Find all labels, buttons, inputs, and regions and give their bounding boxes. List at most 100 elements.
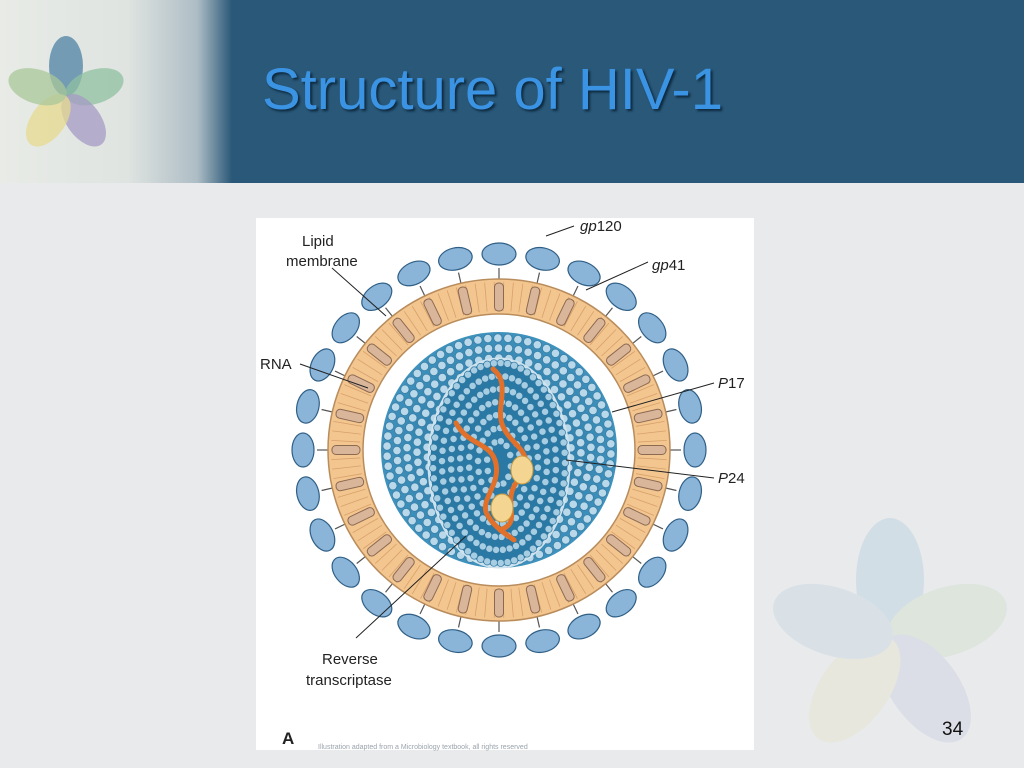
capsid-protein xyxy=(489,385,498,394)
matrix-protein xyxy=(566,517,577,527)
membrane-lipid xyxy=(474,587,480,617)
capsid-protein xyxy=(543,504,552,513)
membrane-lipid xyxy=(601,543,624,564)
matrix-protein xyxy=(550,360,560,370)
membrane-lipid xyxy=(362,350,387,369)
capsid-protein xyxy=(457,475,466,484)
membrane-lipid xyxy=(601,336,624,357)
matrix-protein xyxy=(412,447,422,457)
matrix-protein xyxy=(391,490,402,500)
capsid-protein xyxy=(452,382,461,391)
capsid-protein xyxy=(460,528,469,537)
matrix-protein xyxy=(532,340,542,350)
gp120-knob xyxy=(567,260,601,287)
matrix-protein xyxy=(562,507,572,517)
capsid-protein xyxy=(476,390,485,399)
membrane-lipid xyxy=(357,358,383,376)
capsid-protein xyxy=(527,493,536,502)
capsid-protein xyxy=(444,417,453,426)
capsid-protein xyxy=(472,538,481,547)
capsid-protein xyxy=(520,434,529,443)
matrix-protein xyxy=(483,333,493,344)
capsid-protein xyxy=(516,364,525,373)
capsid-protein xyxy=(474,424,483,433)
membrane-lipid xyxy=(570,305,587,332)
capsid-protein xyxy=(481,374,490,383)
matrix-protein xyxy=(584,462,594,473)
matrix-protein xyxy=(533,362,543,372)
matrix-protein xyxy=(384,421,395,431)
slide-header: Structure of HIV-1 xyxy=(0,0,1024,183)
gp41-transmembrane-ring xyxy=(331,282,667,618)
membrane-lipid xyxy=(589,554,610,578)
capsid-protein xyxy=(557,489,566,498)
matrix-protein xyxy=(421,530,431,540)
membrane-lipid xyxy=(344,503,372,516)
matrix-protein xyxy=(430,379,440,389)
gp120-knob xyxy=(662,518,689,552)
matrix-protein xyxy=(454,362,465,372)
matrix-protein xyxy=(606,439,616,449)
capsid-protein xyxy=(541,407,550,416)
capsid-protein xyxy=(516,425,525,434)
gp41-protein xyxy=(525,286,541,316)
capsid-protein xyxy=(449,435,458,443)
capsid-protein xyxy=(483,360,492,369)
capsid-protein xyxy=(518,538,527,547)
gp120-knob xyxy=(331,556,361,588)
matrix-protein xyxy=(578,482,588,492)
capsid-protein xyxy=(555,419,564,427)
capsid-protein xyxy=(474,377,483,386)
capsid-protein xyxy=(532,505,541,514)
capsid-protein xyxy=(503,558,512,567)
matrix-protein xyxy=(603,469,614,479)
capsid-protein xyxy=(483,557,492,566)
gp120-knob xyxy=(309,518,336,552)
membrane-lipid xyxy=(340,393,369,404)
capsid-protein xyxy=(431,433,440,442)
membrane-lipid xyxy=(632,488,661,498)
matrix-protein xyxy=(542,355,552,365)
matrix-protein xyxy=(401,508,411,518)
label-rt-line2: transcriptase xyxy=(306,672,392,689)
membrane-lipid xyxy=(374,336,397,357)
gp120-knob xyxy=(567,613,601,640)
capsid-protein xyxy=(484,400,493,409)
capsid-protein xyxy=(447,465,456,474)
matrix-protein xyxy=(445,355,456,365)
matrix-protein xyxy=(503,343,514,354)
gp120-knob xyxy=(295,476,320,511)
matrix-protein xyxy=(584,396,594,407)
capsid-protein xyxy=(503,359,512,368)
matrix-protein xyxy=(402,443,412,453)
matrix-protein xyxy=(542,366,552,377)
matrix-protein xyxy=(412,368,422,379)
membrane-lipid xyxy=(589,322,610,346)
matrix-protein xyxy=(567,360,577,370)
membrane-lipid xyxy=(446,582,457,610)
matrix-protein xyxy=(404,493,414,504)
matrix-protein xyxy=(592,391,602,401)
matrix-protein xyxy=(541,344,552,354)
capsid-protein xyxy=(447,506,455,514)
gp120-knob xyxy=(438,246,473,271)
matrix-protein xyxy=(454,340,464,351)
capsid-protein xyxy=(451,514,459,523)
panel-label: A xyxy=(282,729,294,748)
capsid-protein xyxy=(551,466,560,475)
matrix-protein xyxy=(603,419,613,429)
matrix-protein xyxy=(534,549,544,560)
matrix-protein xyxy=(576,448,586,458)
matrix-protein xyxy=(574,428,584,438)
capsid-protein xyxy=(520,381,529,390)
capsid-protein xyxy=(504,399,513,408)
matrix-protein xyxy=(409,389,419,399)
gp120-knob xyxy=(637,556,667,588)
membrane-lipid xyxy=(446,290,457,318)
gp120-knob xyxy=(438,629,473,654)
capsid-protein xyxy=(510,361,519,370)
matrix-protein xyxy=(437,372,447,383)
capsid-protein xyxy=(487,372,496,381)
matrix-protein xyxy=(532,350,543,361)
gp41-protein xyxy=(623,507,651,526)
